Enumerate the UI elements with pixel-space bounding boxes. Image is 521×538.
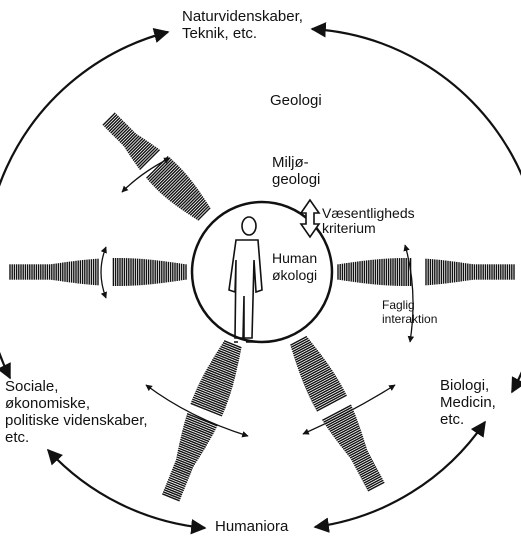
label-humaniora: Humaniora (215, 518, 288, 535)
label-social-sciences: Sociale, økonomiske, politiske videnskab… (5, 378, 148, 446)
hatch-line (206, 371, 234, 382)
band-west (10, 258, 186, 286)
band-east (338, 258, 514, 286)
band-southeast (290, 337, 384, 491)
label-natural-sciences: Naturvidenskaber, Teknik, etc. (182, 8, 303, 42)
label-kriterium: Væsentligheds kriterium (322, 206, 415, 236)
label-miljo-geologi: Miljø- geologi (272, 154, 320, 188)
band-southwest (162, 341, 241, 501)
label-faglig-line2: interaktion (382, 312, 437, 326)
label-natural-sciences-line1: Naturvidenskaber, (182, 8, 303, 25)
hatch-line (184, 424, 212, 435)
label-biologi-line2: Medicin, (440, 394, 496, 411)
label-kriterium-line1: Væsentligheds (322, 206, 415, 221)
label-miljo-line2: geologi (272, 171, 320, 188)
label-faglig-interaktion: Faglig interaktion (382, 298, 437, 326)
label-natural-sciences-line2: Teknik, etc. (182, 25, 303, 42)
label-geologi: Geologi (270, 92, 322, 109)
arc-top-left (0, 32, 168, 378)
label-social-line1: Sociale, (5, 378, 148, 395)
label-biologi-line1: Biologi, (440, 377, 496, 394)
label-social-line2: økonomiske, (5, 395, 148, 412)
band-northwest (103, 113, 210, 220)
label-social-line3: politiske videnskaber, (5, 412, 148, 429)
label-biologi-medicin: Biologi, Medicin, etc. (440, 377, 496, 428)
label-human-okologi: Human økologi (272, 250, 317, 284)
label-biologi-line3: etc. (440, 411, 496, 428)
cross-arrow-sw (146, 385, 248, 436)
label-social-line4: etc. (5, 429, 148, 446)
cross-arrow-w (101, 247, 106, 298)
label-human-line2: økologi (272, 267, 317, 284)
label-kriterium-line2: kriterium (322, 221, 415, 236)
label-faglig-line1: Faglig (382, 298, 437, 312)
label-human-line1: Human (272, 250, 317, 267)
label-miljo-line1: Miljø- (272, 154, 320, 171)
